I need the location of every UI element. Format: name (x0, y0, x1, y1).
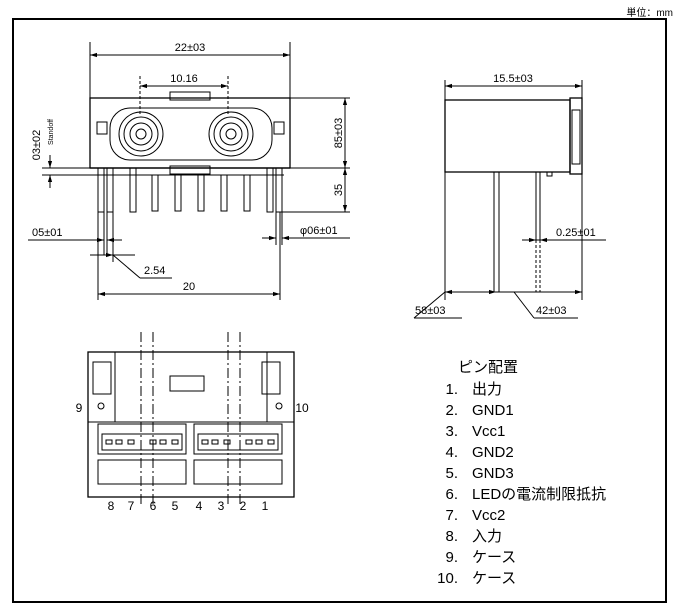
pin-label-4: 4 (196, 499, 203, 513)
pin-table-title: ピン配置 (458, 359, 518, 376)
dim-side-width: 15.5±03 (493, 73, 533, 85)
drawing-frame (12, 18, 667, 603)
pin-label-2: 2 (240, 499, 247, 513)
pin-row-name: 出力 (472, 381, 502, 398)
dim-standoff: 03±02 (31, 130, 43, 161)
dim-pin-diameter: φ06±01 (300, 225, 338, 237)
dim-side-right: 42±03 (536, 305, 567, 317)
front-view (28, 42, 350, 300)
pin-row-name: GND3 (472, 465, 514, 482)
pin-row-name: GND1 (472, 402, 514, 419)
dim-side-left: 58±03 (415, 305, 446, 317)
dim-side-pin-thickness: 0.25±01 (556, 227, 596, 239)
pin-label-5: 5 (172, 499, 179, 513)
dim-pin-span: 20 (183, 281, 195, 293)
unit-label: 単位：mm (626, 8, 673, 19)
pin-row-num: 9. (445, 549, 458, 566)
pin-row-num: 2. (445, 402, 458, 419)
case-label-10: 10 (295, 401, 309, 415)
pin-label-8: 8 (108, 499, 115, 513)
pin-row-name: 入力 (472, 528, 502, 545)
pin-row-num: 7. (445, 507, 458, 524)
dim-pin-pitch: 2.54 (144, 265, 165, 277)
standoff-label: Standoff (48, 119, 55, 145)
case-label-9: 9 (76, 401, 83, 415)
dim-height-body: 85±03 (333, 118, 345, 149)
pin-label-7: 7 (128, 499, 135, 513)
dim-pin-width: 05±01 (32, 227, 63, 239)
pin-label-6: 6 (150, 499, 157, 513)
pin-row-name: GND2 (472, 444, 514, 461)
pin-row-num: 6. (445, 486, 458, 503)
pin-row-num: 5. (445, 465, 458, 482)
pin-row-num: 10. (437, 570, 458, 587)
pin-row-num: 8. (445, 528, 458, 545)
pin-row-num: 3. (445, 423, 458, 440)
pin-row-name: LEDの電流制限抵抗 (472, 486, 606, 503)
dim-height-pin: 35 (333, 184, 345, 196)
pin-row-name: Vcc2 (472, 507, 505, 524)
pin-row-num: 4. (445, 444, 458, 461)
side-view (413, 80, 606, 319)
pin-label-1: 1 (262, 499, 269, 513)
pin-table: 1. 出力 2. GND1 3. Vcc1 4. GND2 5. GND3 6.… (437, 381, 606, 587)
pin-row-name: ケース (472, 549, 516, 566)
pin-row-name: Vcc1 (472, 423, 505, 440)
pin-label-3: 3 (218, 499, 225, 513)
dim-width-top: 22±03 (175, 42, 206, 54)
bottom-view (87, 332, 295, 505)
pin-row-name: ケース (472, 570, 516, 587)
dim-pitch-center: 10.16 (170, 73, 198, 85)
pin-row-num: 1. (445, 381, 458, 398)
